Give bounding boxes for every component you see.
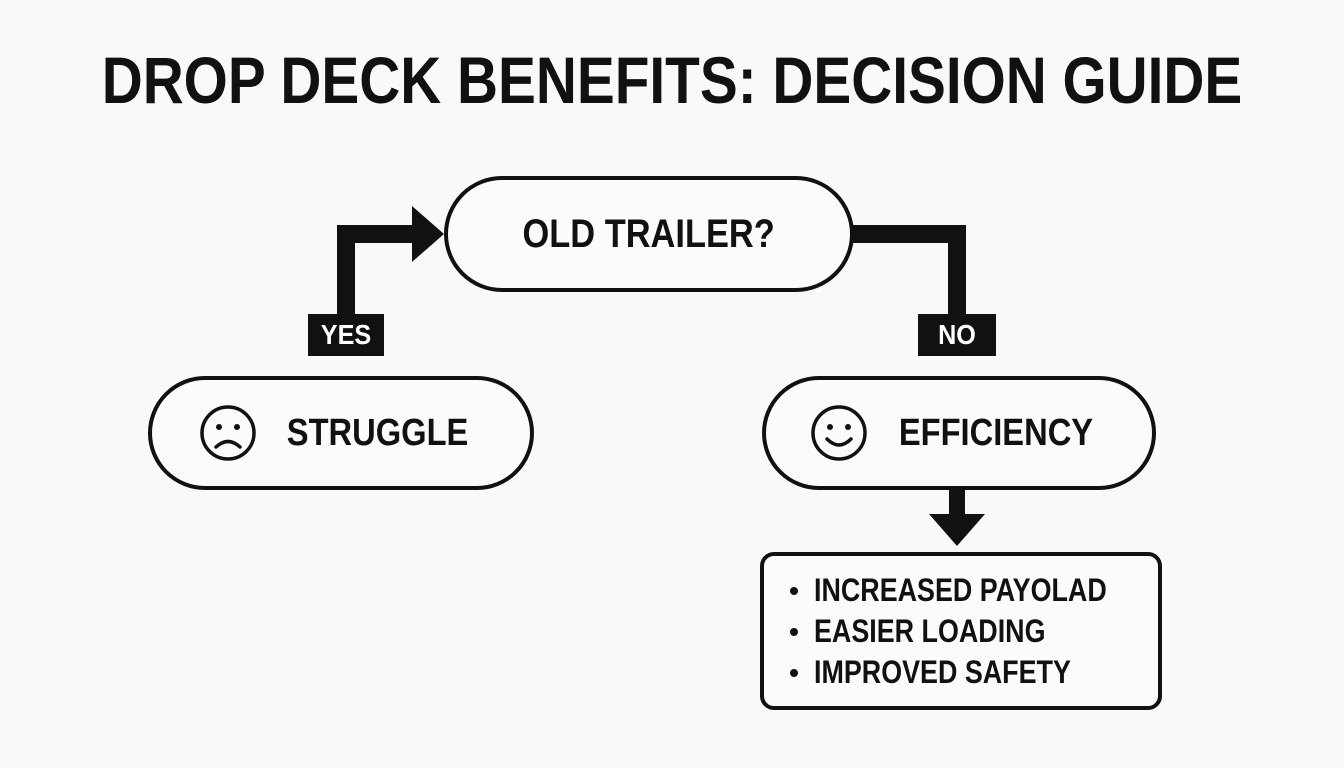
benefits-list-box: INCREASED PAYOLAD EASIER LOADING IMPROVE… bbox=[760, 552, 1162, 710]
efficiency-outcome-node: EFFICIENCY bbox=[762, 376, 1156, 490]
page-title: DROP DECK BENEFITS: DECISION GUIDE bbox=[101, 43, 1243, 117]
benefits-connector bbox=[949, 490, 965, 516]
benefits-arrowhead bbox=[929, 514, 985, 546]
bullet-icon bbox=[790, 586, 798, 595]
benefit-label: IMPROVED SAFETY bbox=[814, 654, 1071, 690]
list-item: INCREASED PAYOLAD bbox=[784, 570, 1158, 611]
sad-face-icon bbox=[200, 405, 257, 461]
no-connector bbox=[852, 225, 966, 318]
decision-question-node: OLD TRAILER? bbox=[444, 176, 854, 292]
no-badge-label: NO bbox=[938, 319, 976, 350]
yes-connector bbox=[337, 225, 416, 318]
efficiency-outcome-label: EFFICIENCY bbox=[898, 411, 1094, 454]
struggle-outcome-node: STRUGGLE bbox=[148, 376, 534, 490]
happy-face-icon bbox=[811, 405, 867, 461]
list-item: IMPROVED SAFETY bbox=[784, 652, 1158, 693]
decision-question-label: OLD TRAILER? bbox=[522, 211, 776, 256]
benefits-list: INCREASED PAYOLAD EASIER LOADING IMPROVE… bbox=[784, 570, 1158, 693]
bullet-icon bbox=[790, 627, 798, 636]
yes-badge-label: YES bbox=[320, 319, 372, 350]
struggle-outcome-label: STRUGGLE bbox=[287, 411, 469, 454]
yes-badge: YES bbox=[308, 314, 384, 356]
no-badge: NO bbox=[918, 314, 996, 356]
benefit-label: INCREASED PAYOLAD bbox=[814, 572, 1107, 608]
benefit-label: EASIER LOADING bbox=[814, 613, 1046, 649]
bullet-icon bbox=[790, 668, 798, 677]
yes-arrowhead bbox=[412, 206, 444, 262]
list-item: EASIER LOADING bbox=[784, 611, 1158, 652]
